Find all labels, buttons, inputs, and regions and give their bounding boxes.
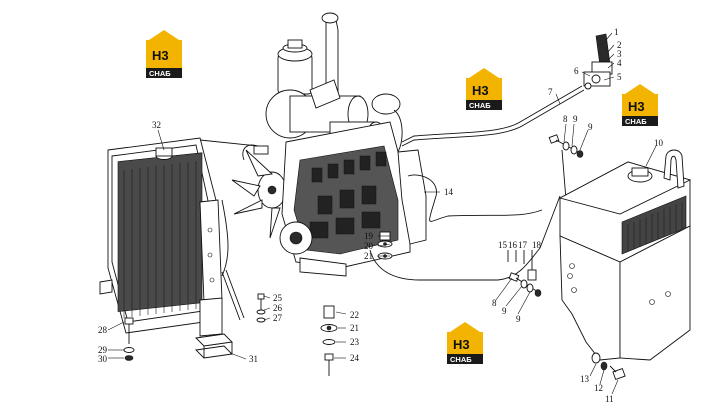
mounting-bracket (195, 333, 247, 360)
callout-21b: 21 (350, 323, 359, 333)
callout-15: 15 (498, 240, 508, 250)
callout-26: 26 (273, 303, 283, 313)
svg-text:CHAБ: CHAБ (625, 117, 647, 126)
callout-9a: 9 (573, 114, 578, 124)
callout-22: 22 (350, 310, 359, 320)
callout-21a: 21 (364, 251, 373, 261)
callout-17: 17 (518, 240, 528, 250)
callout-18: 18 (532, 240, 542, 250)
brand-logo: H3 CHAБ (146, 30, 182, 78)
callout-9b: 9 (588, 122, 593, 132)
fuel-tank (558, 149, 692, 361)
callout-8b: 8 (492, 298, 497, 308)
callout-14: 14 (444, 187, 454, 197)
callout-7: 7 (548, 87, 553, 97)
callout-10: 10 (654, 138, 664, 148)
callout-28: 28 (98, 325, 108, 335)
svg-text:H3: H3 (453, 337, 470, 352)
callout-1: 1 (614, 27, 619, 37)
callout-29: 29 (98, 345, 108, 355)
callout-16: 16 (508, 240, 518, 250)
callout-9c: 9 (502, 306, 507, 316)
callout-8: 8 (563, 114, 568, 124)
callout-24: 24 (350, 353, 360, 363)
callout-23: 23 (350, 337, 360, 347)
svg-text:CHAБ: CHAБ (469, 101, 491, 110)
tank-bolt-stack (591, 352, 626, 381)
engine-assembly (242, 12, 427, 277)
callout-2: 2 (617, 40, 622, 50)
callout-19: 19 (364, 231, 374, 241)
svg-text:H3: H3 (628, 99, 645, 114)
callout-12: 12 (594, 383, 603, 393)
filter-fittings (507, 250, 542, 297)
svg-text:H3: H3 (152, 48, 169, 63)
callout-20: 20 (364, 241, 374, 251)
callout-3: 3 (617, 49, 622, 59)
bolt-assembly (548, 134, 584, 158)
callout-5: 5 (617, 72, 622, 82)
brand-logo: H3 CHAБ (622, 84, 658, 126)
callout-4: 4 (617, 58, 622, 68)
throttle-lever (583, 33, 613, 90)
small-bolt-stack (256, 293, 266, 323)
callout-31: 31 (249, 354, 258, 364)
callout-11: 11 (605, 394, 614, 404)
callout-13: 13 (580, 374, 590, 384)
radiator (99, 137, 223, 337)
callout-9d: 9 (516, 314, 521, 324)
svg-text:H3: H3 (472, 83, 489, 98)
callout-6: 6 (574, 66, 579, 76)
brand-logo: H3 CHAБ (447, 322, 483, 364)
callout-25: 25 (273, 293, 283, 303)
callout-32: 32 (152, 120, 161, 130)
callout-labels: 1 2 3 4 5 6 7 8 9 9 10 14 15 16 17 18 19… (98, 27, 664, 404)
brand-logo: H3 CHAБ (466, 68, 502, 110)
radiator-bolt-stack (123, 317, 135, 361)
svg-text:CHAБ: CHAБ (149, 69, 171, 78)
callout-27: 27 (273, 313, 283, 323)
mount-bolt-stack (320, 305, 338, 376)
callout-30: 30 (98, 354, 108, 364)
svg-text:CHAБ: CHAБ (450, 355, 472, 364)
